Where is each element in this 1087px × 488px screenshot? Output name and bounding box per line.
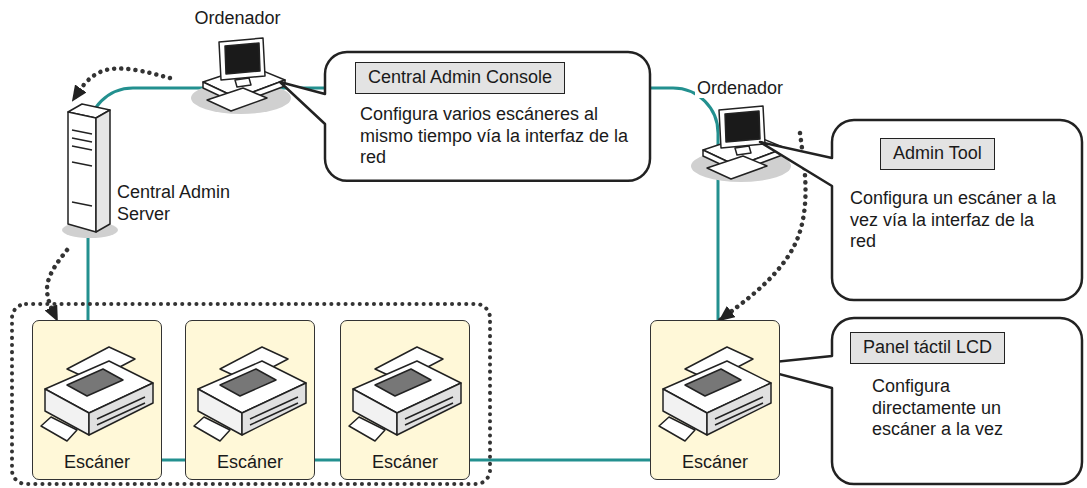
node-label: Ordenador <box>170 8 305 30</box>
scanner-box: Escáner <box>185 320 315 480</box>
scanner-icon <box>37 327 157 447</box>
callout-text: Configura directamente un escáner a la v… <box>872 376 1044 441</box>
scanner-screen <box>220 369 276 396</box>
callout-shape <box>280 52 650 181</box>
monitor-screen <box>725 111 760 142</box>
server-node: Central Admin Server <box>55 100 260 250</box>
callout-text: Configura un escáner a la vez vía la int… <box>850 188 1065 253</box>
label-text: Ordenador <box>695 78 785 98</box>
node-label: Ordenador <box>680 78 800 100</box>
server-bays <box>72 130 92 206</box>
node-label: Central Admin Server <box>117 182 257 225</box>
keyboard <box>207 88 267 111</box>
keyboard-lines <box>97 397 145 425</box>
monitor <box>719 106 765 148</box>
computer-node: Ordenador <box>680 78 800 175</box>
monitor-stand <box>735 146 751 155</box>
label-text: Ordenador <box>192 8 282 28</box>
keyboard <box>707 156 767 179</box>
callout-box: Configura un escáner a la vez vía la int… <box>832 120 1082 300</box>
scanner-screen <box>67 369 123 396</box>
output-tray <box>41 417 77 441</box>
node-label: Escáner <box>186 452 314 474</box>
output-tray <box>194 417 230 441</box>
output-tray <box>349 417 385 441</box>
scanner-screen <box>375 369 431 396</box>
scanner-icon <box>190 327 310 447</box>
scanner-box: Escáner <box>650 320 780 480</box>
scanner-icon <box>655 327 775 447</box>
output-tray <box>659 417 695 441</box>
title-tag: Panel táctil LCD <box>850 332 1005 364</box>
node-label: Panel táctil LCD <box>863 337 992 359</box>
node-label: Escáner <box>33 452 161 474</box>
server-front <box>68 112 96 232</box>
scanner-screen <box>685 369 741 396</box>
callout-shape <box>745 318 1082 484</box>
dotted-arrow <box>47 250 67 320</box>
node-label: Central Admin Console <box>368 67 552 89</box>
node-label: Escáner <box>341 452 469 474</box>
keyboard-lines <box>405 397 453 425</box>
callout-shape <box>760 120 1082 300</box>
server-side <box>96 110 110 232</box>
callout-box: Configura varios escáneres al mismo tiem… <box>325 52 650 181</box>
title-tag: Central Admin Console <box>355 62 565 94</box>
monitor <box>219 38 265 80</box>
callout-text: Configura varios escáneres al mismo tiem… <box>360 104 645 169</box>
callout-box: Configura directamente un escáner a la v… <box>832 318 1082 484</box>
monitor-screen <box>225 43 260 74</box>
keyboard-lines <box>250 397 298 425</box>
scanner-box: Escáner <box>340 320 470 480</box>
scanner-group-outline <box>12 304 490 484</box>
scanner-icon <box>345 327 465 447</box>
title-tag: Admin Tool <box>880 138 995 170</box>
scanner-box: Escáner <box>32 320 162 480</box>
computer-icon <box>185 36 295 118</box>
network-ring <box>88 88 718 460</box>
keyboard-lines <box>715 397 763 425</box>
server-icon <box>60 102 120 242</box>
monitor-stand <box>235 78 251 87</box>
node-label: Escáner <box>651 452 779 474</box>
node-label: Admin Tool <box>893 143 982 165</box>
dotted-arrow <box>73 69 170 100</box>
computer-node: Ordenador <box>170 8 305 120</box>
